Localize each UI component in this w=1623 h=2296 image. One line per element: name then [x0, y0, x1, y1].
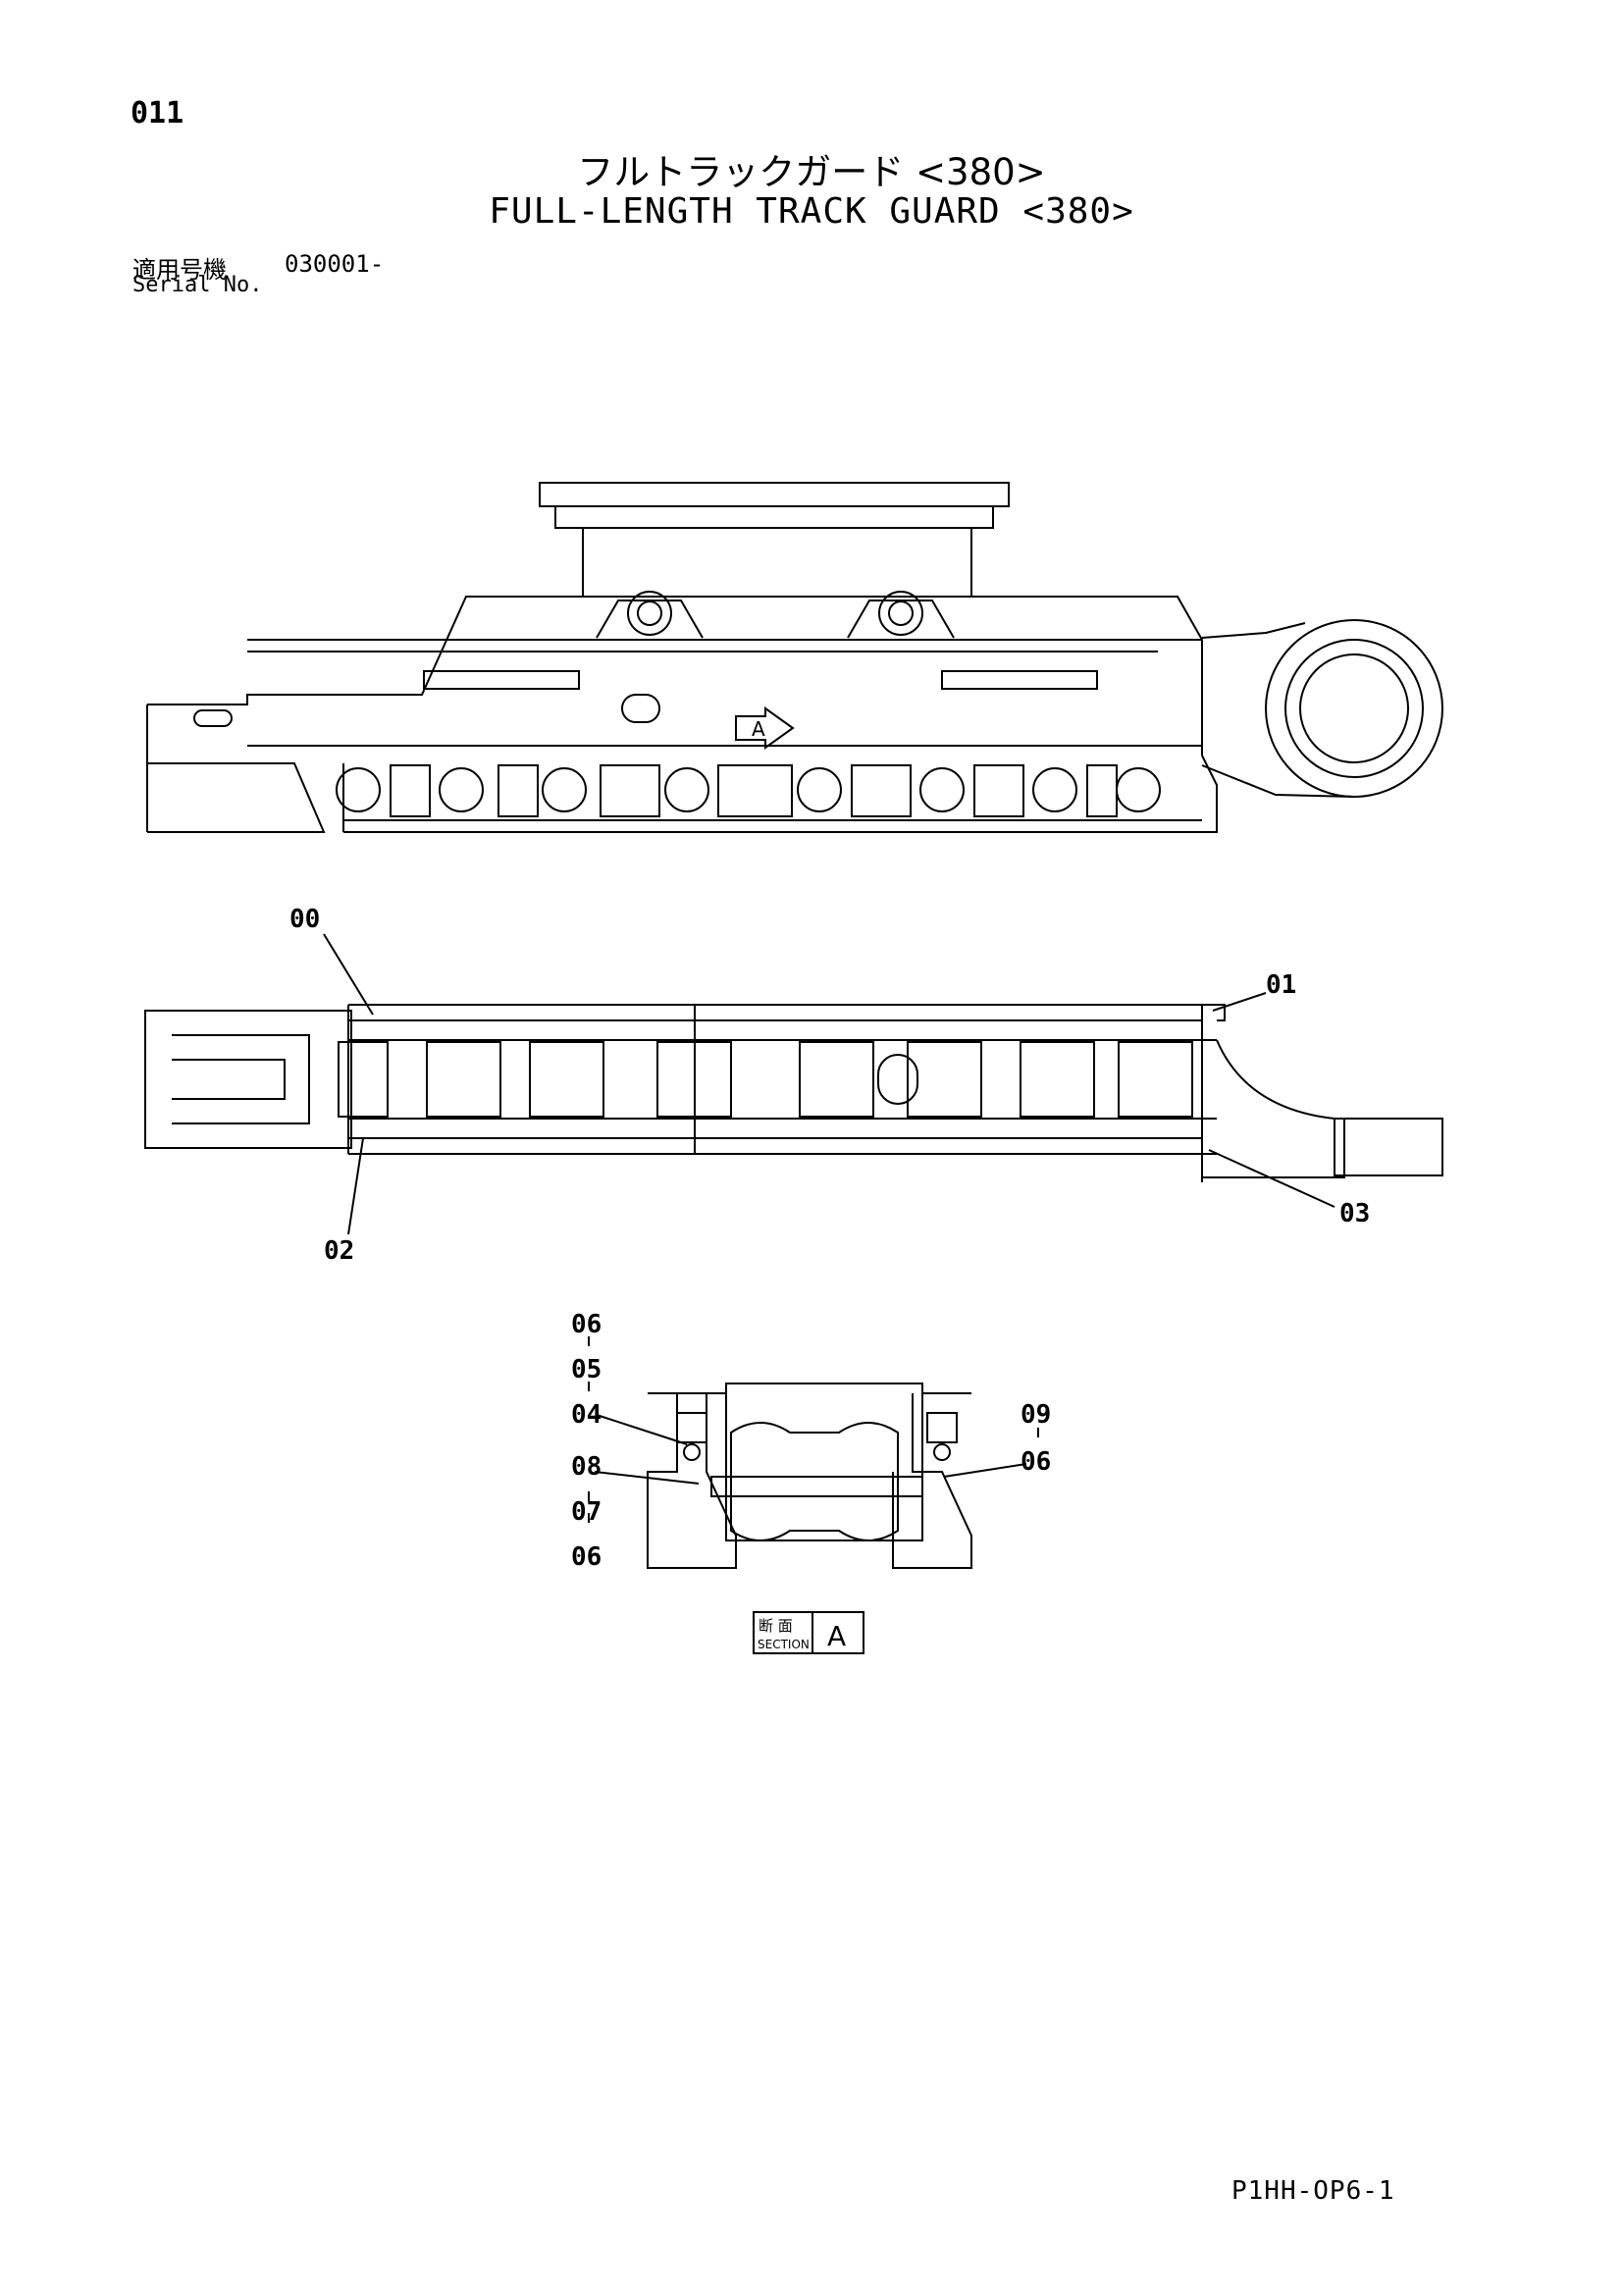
section-label-english: SECTION [758, 1638, 810, 1651]
serial-number-value: 030001- [285, 250, 385, 278]
serial-label-japanese: 適用号機 [132, 256, 227, 284]
callout-section-09: 09 [1021, 1400, 1051, 1430]
callout-section-06-top: 06 [571, 1310, 602, 1339]
page-title-english: FULL-LENGTH TRACK GUARD <380> [489, 191, 1134, 232]
view-marker-a: A [752, 717, 765, 741]
serial-label-english: Serial No. [132, 273, 263, 297]
side-view-drawing [146, 482, 1443, 833]
section-label-letter: A [827, 1620, 846, 1652]
callout-01: 01 [1266, 970, 1296, 1000]
page-title-japanese: フルトラックガード <380> [577, 151, 1046, 193]
page-number: 011 [131, 96, 184, 130]
callout-00: 00 [289, 905, 320, 934]
callout-section-04: 04 [571, 1400, 602, 1430]
callout-section-05: 05 [571, 1355, 602, 1384]
callout-section-08: 08 [571, 1452, 602, 1482]
callout-section-06-bottom: 06 [571, 1542, 602, 1572]
callout-section-06-right: 06 [1021, 1447, 1051, 1477]
callout-03: 03 [1339, 1199, 1370, 1228]
document-code: P1HH-OP6-1 [1231, 2176, 1395, 2206]
callout-section-07: 07 [571, 1497, 602, 1527]
section-label-japanese: 断 面 [759, 1617, 793, 1635]
section-a-drawing [647, 1383, 972, 1654]
top-view-drawing [144, 1004, 1443, 1182]
callout-02: 02 [324, 1236, 354, 1266]
callout-labels: 00 01 02 03 06 05 04 08 07 06 09 06 A 断 … [289, 717, 1370, 1652]
